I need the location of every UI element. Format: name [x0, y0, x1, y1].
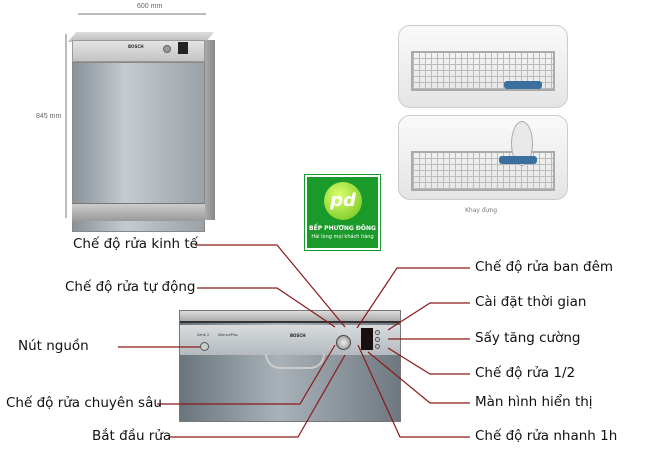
label-display: Màn hình hiển thị	[475, 394, 593, 410]
label-intensive-mode: Chế độ rửa chuyên sâu	[6, 395, 162, 411]
label-extra-dry: Sấy tăng cường	[475, 330, 581, 346]
program-dial	[336, 335, 351, 350]
label-start: Bắt đầu rửa	[92, 428, 172, 444]
label-night-mode: Chế độ rửa ban đêm	[475, 259, 614, 275]
label-half-load: Chế độ rửa 1/2	[475, 365, 576, 381]
brand-mini: BOSCH	[128, 44, 144, 49]
label-eco-mode: Chế độ rửa kinh tế	[73, 236, 198, 252]
logo-brand: BẾP PHƯƠNG ĐÔNG	[309, 225, 376, 232]
width-dimension: 600 mm	[137, 3, 163, 10]
label-timer: Cài đặt thời gian	[475, 294, 587, 310]
logo-mark: pd	[324, 182, 362, 220]
model-text: SilencePlus	[218, 333, 238, 337]
display-screen	[361, 328, 373, 350]
control-panel-image: Serie 2 SilencePlus BOSCH	[179, 310, 401, 422]
height-dimension: 845 mm	[36, 113, 62, 120]
label-power-button: Nút nguồn	[18, 338, 89, 354]
label-quick-1h: Chế độ rửa nhanh 1h	[475, 428, 618, 444]
power-button	[200, 342, 209, 351]
label-auto-mode: Chế độ rửa tự động	[65, 279, 196, 295]
bep-phuong-dong-logo: pd BẾP PHƯƠNG ĐÔNG Hài lòng mọi khách hà…	[304, 174, 381, 251]
logo-slogan: Hài lòng mọi khách hàng	[311, 234, 374, 240]
panel-brand: BOSCH	[290, 333, 306, 338]
upper-rack-image	[398, 25, 568, 108]
series-text: Serie 2	[197, 333, 210, 337]
lower-rack-image	[398, 115, 568, 200]
dishwasher-front-image: BOSCH	[67, 28, 215, 232]
racks-caption: Khay đựng	[465, 207, 498, 214]
